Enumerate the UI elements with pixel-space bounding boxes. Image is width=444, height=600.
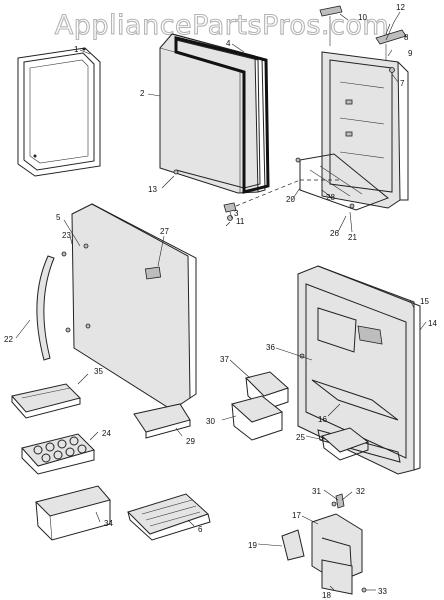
callout-7: 7	[400, 79, 405, 88]
callout-2: 2	[140, 89, 145, 98]
callout-16: 16	[318, 415, 327, 424]
callout-23: 23	[62, 231, 71, 240]
part-ice-tray	[21, 433, 95, 475]
part-door-handle	[36, 251, 71, 361]
part-tray-35	[11, 383, 81, 419]
callout-9: 9	[408, 49, 413, 58]
callout-36: 36	[266, 343, 275, 352]
part-hinge-hardware	[173, 169, 237, 221]
callout-33: 33	[378, 587, 387, 596]
watermark: AppliancePartsPros.com	[55, 10, 389, 41]
part-door-gasket	[174, 36, 270, 194]
callout-24: 24	[102, 429, 111, 438]
callout-25: 25	[296, 433, 305, 442]
callout-11: 11	[236, 217, 245, 226]
callout-6: 6	[198, 525, 203, 534]
callout-34: 34	[104, 519, 113, 528]
part-door-panel	[159, 33, 266, 194]
callout-4: 4	[226, 39, 231, 48]
callout-10: 10	[358, 13, 367, 22]
callout-37: 37	[220, 355, 229, 364]
callout-26: 26	[330, 229, 339, 238]
callout-17: 17	[292, 511, 301, 520]
part-outer-door	[71, 203, 197, 411]
callout-27: 27	[160, 227, 169, 236]
callout-20: 20	[286, 195, 295, 204]
callout-31: 31	[312, 487, 321, 496]
callout-21: 21	[348, 233, 357, 242]
part-dispenser-assembly	[281, 493, 367, 595]
callout-labels: 1 2 3 4 5 6 7 8 9 10 11 12 13 14 15 16 1…	[4, 3, 437, 600]
callout-1: 1	[74, 45, 79, 54]
callout-14: 14	[428, 319, 437, 328]
callout-3: 3	[234, 209, 239, 218]
part-shelf-29	[133, 403, 191, 439]
callout-8: 8	[404, 33, 409, 42]
callout-30: 30	[206, 417, 215, 426]
callout-5: 5	[56, 213, 61, 222]
callout-22: 22	[4, 335, 13, 344]
part-door-bin-25	[320, 427, 370, 461]
callout-32: 32	[356, 487, 365, 496]
callout-18: 18	[322, 591, 331, 600]
callout-35: 35	[94, 367, 103, 376]
callout-15: 15	[420, 297, 429, 306]
part-cabinet	[295, 5, 409, 211]
callout-29: 29	[186, 437, 195, 446]
part-bin-34	[35, 485, 111, 541]
callout-13: 13	[148, 185, 157, 194]
part-gasket-frame	[17, 47, 101, 177]
callout-28: 28	[326, 193, 335, 202]
part-tray-6	[127, 493, 211, 541]
part-inner-door-liner	[297, 265, 421, 475]
callout-12: 12	[396, 3, 405, 12]
part-door-bin-30	[230, 395, 284, 441]
leader-lines	[15, 11, 427, 591]
callout-19: 19	[248, 541, 257, 550]
